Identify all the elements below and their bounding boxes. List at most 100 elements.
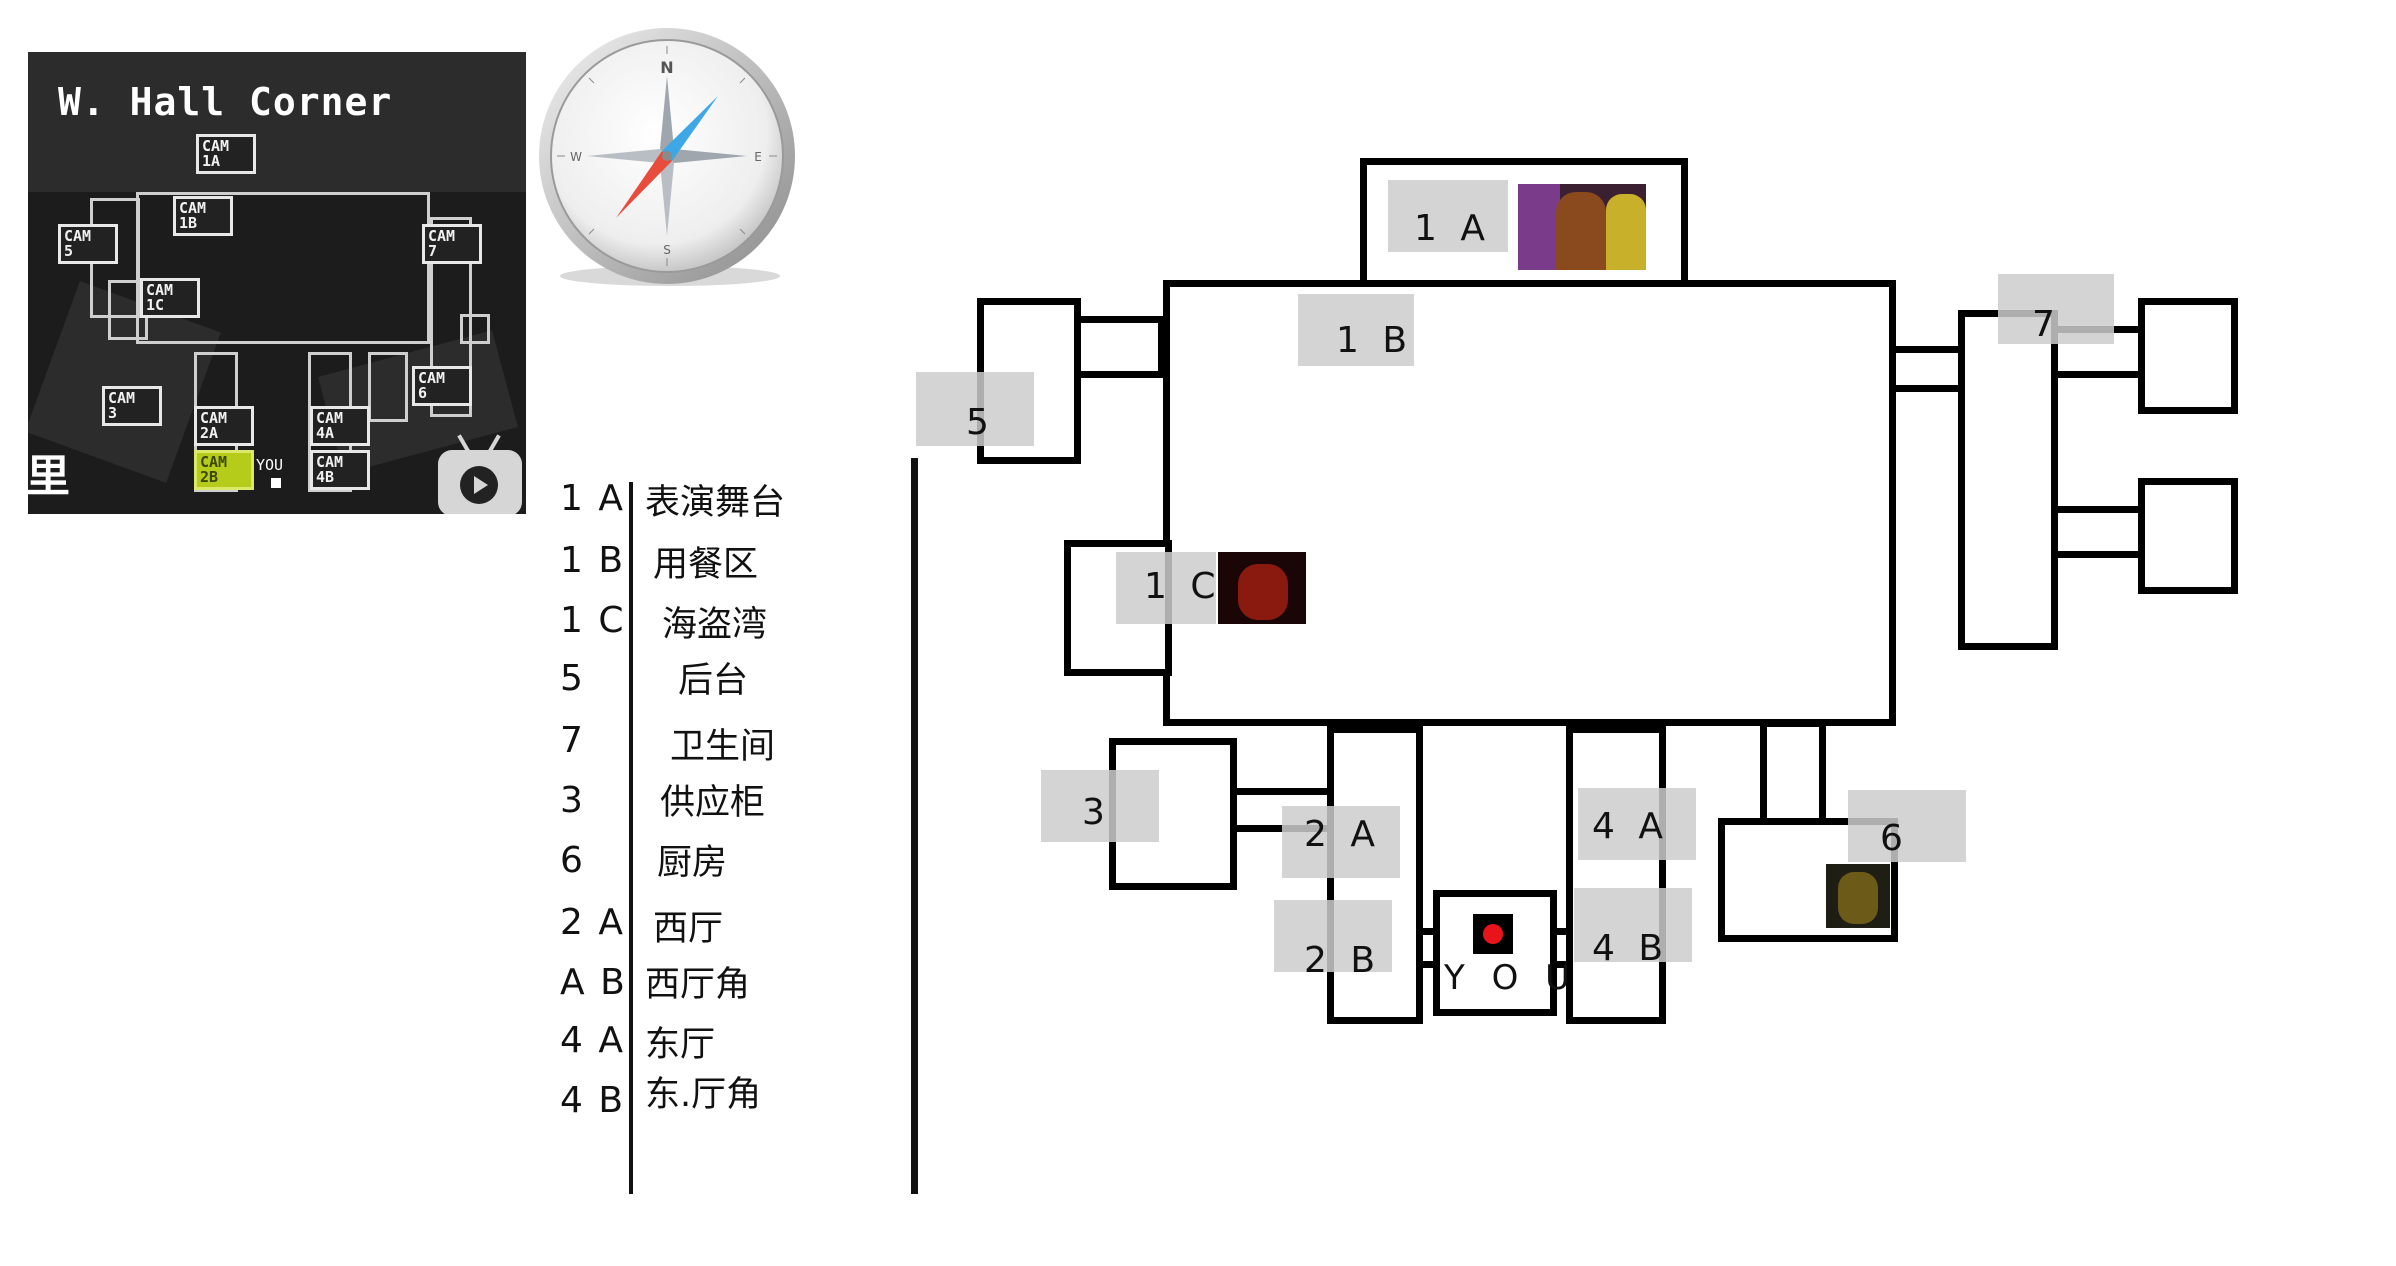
minimap-cam-1c[interactable]: CAM 1C (140, 278, 200, 318)
minimap-cam-2a[interactable]: CAM 2A (194, 406, 254, 446)
label-box-1b (1298, 294, 1414, 366)
legend-name-6: 厨房 (657, 843, 728, 883)
legend-code-3: 3 (560, 780, 585, 821)
compass-rose-east (667, 149, 747, 163)
legend-name-4a: 东厅 (645, 1025, 716, 1065)
compass-n-label: N (660, 58, 673, 77)
office-you-label: Y O U (1444, 958, 1579, 998)
compass-ticks (557, 46, 777, 266)
room-office (1433, 890, 1557, 1016)
compass-w-label: W (570, 150, 582, 164)
legend-code-2a: 2 A (560, 902, 625, 943)
legend-code-4a: 4 A (560, 1020, 625, 1061)
minimap-you-label: YOU (256, 456, 284, 474)
legend-name-1b: 用餐区 (653, 545, 759, 585)
minimap-wall (430, 217, 472, 417)
minimap-you-marker (271, 478, 281, 488)
compass-pivot (662, 151, 672, 161)
label-box-5 (916, 372, 1034, 446)
legend-name-2a: 西厅 (653, 909, 724, 949)
label-box-2a (1282, 806, 1400, 878)
minimap-cam-3[interactable]: CAM 3 (102, 386, 162, 426)
room-7-restrooms (1958, 310, 2058, 650)
minimap-cam-6[interactable]: CAM 6 (412, 366, 472, 406)
kitchen-character-portrait (1826, 864, 1890, 928)
label-box-3 (1041, 770, 1159, 842)
legend-name-4b: 东.厅角 (645, 1075, 762, 1115)
camera-location-title: W. Hall Corner (58, 80, 393, 124)
legend-name-1a: 表演舞台 (645, 483, 786, 523)
legend-name-3: 供应柜 (660, 783, 766, 823)
minimap-cam-1a[interactable]: CAM 1A (196, 134, 256, 174)
minimap-cam-4b[interactable]: CAM 4B (310, 450, 370, 490)
compass-needle-south (616, 151, 672, 218)
compass-icon: N S W E (539, 28, 795, 286)
legend-code-5: 5 (560, 658, 585, 699)
map-label-3: 3 (1082, 792, 1111, 833)
label-box-1c (1116, 552, 1216, 624)
legend-code-1a: 1 A (560, 478, 625, 519)
portrait-golden-freddy (1838, 872, 1878, 924)
map-label-1a: 1 A (1414, 208, 1491, 249)
legend-code-6: 6 (560, 840, 585, 881)
legend-code-4b: 4 B (560, 1080, 626, 1121)
watermark-character: 里 (28, 451, 70, 502)
map-label-4a: 4 A (1592, 806, 1669, 847)
minimap-cam-4a[interactable]: CAM 4A (310, 406, 370, 446)
map-label-1b: 1 B (1336, 320, 1414, 361)
you-marker-dot (1483, 924, 1503, 944)
map-label-2a: 2 A (1304, 814, 1381, 855)
room-1b-dining-area (1163, 280, 1896, 726)
minimap-cam-7[interactable]: CAM 7 (422, 224, 482, 264)
compass-rose-north (660, 76, 674, 156)
room-3-supply-closet (1109, 738, 1237, 890)
room-7-stall-2 (2138, 478, 2238, 594)
legend-name-1c: 海盗湾 (662, 605, 768, 645)
room-7-stall-1 (2138, 298, 2238, 414)
map-label-6: 6 (1880, 818, 1909, 859)
corridor-backstage (1073, 316, 1165, 378)
map-label-1c: 1 C (1144, 566, 1222, 607)
map-label-2b: 2 B (1304, 940, 1382, 981)
minimap-cam-5[interactable]: CAM 5 (58, 224, 118, 264)
legend-code-1c: 1 C (560, 600, 626, 641)
compass-rose-south (660, 156, 674, 236)
minimap-cam-2b[interactable]: CAM 2B (194, 450, 254, 490)
label-box-4b (1574, 888, 1692, 962)
legend-separator-line (911, 458, 918, 1194)
label-box-1a (1388, 180, 1508, 252)
corridor-restroom-2 (2050, 506, 2146, 558)
minimap-wall (368, 352, 408, 422)
compass-needle-north (662, 96, 718, 161)
camera-static-shade (28, 52, 526, 192)
minimap-wall (460, 314, 490, 344)
portrait-chica (1606, 194, 1646, 270)
camera-view-thumbnail: W. Hall Corner CAM 1A CAM 1B CAM 1C CAM … (28, 52, 526, 514)
stage-characters-portrait (1518, 184, 1646, 270)
portrait-freddy (1556, 192, 1606, 270)
label-box-6 (1848, 790, 1966, 862)
label-box-2b (1274, 900, 1392, 972)
you-marker-frame (1473, 914, 1513, 954)
video-player-tv-icon[interactable] (438, 450, 522, 514)
pirate-cove-character-portrait (1218, 552, 1306, 624)
corridor-kitchen (1760, 720, 1826, 828)
portrait-foxy (1238, 564, 1288, 620)
compass-rose-west (587, 149, 667, 163)
legend-code-1b: 1 B (560, 540, 626, 581)
play-icon[interactable] (460, 466, 498, 504)
map-label-5: 5 (966, 402, 995, 443)
portrait-bonnie (1518, 184, 1560, 270)
legend-name-7: 卫生间 (670, 727, 776, 767)
label-box-4a (1578, 788, 1696, 860)
map-label-7: 7 (2032, 304, 2061, 345)
minimap-cam-1b[interactable]: CAM 1B (173, 196, 233, 236)
compass-s-label: S (663, 243, 671, 257)
legend-code-2b: A B (560, 962, 627, 1003)
legend-divider (629, 482, 633, 1194)
room-4-east-hall (1566, 726, 1666, 1024)
map-label-4b: 4 B (1592, 928, 1670, 969)
legend-name-2b: 西厅角 (645, 965, 751, 1005)
compass-e-label: E (754, 150, 762, 164)
legend-name-5: 后台 (678, 661, 749, 701)
